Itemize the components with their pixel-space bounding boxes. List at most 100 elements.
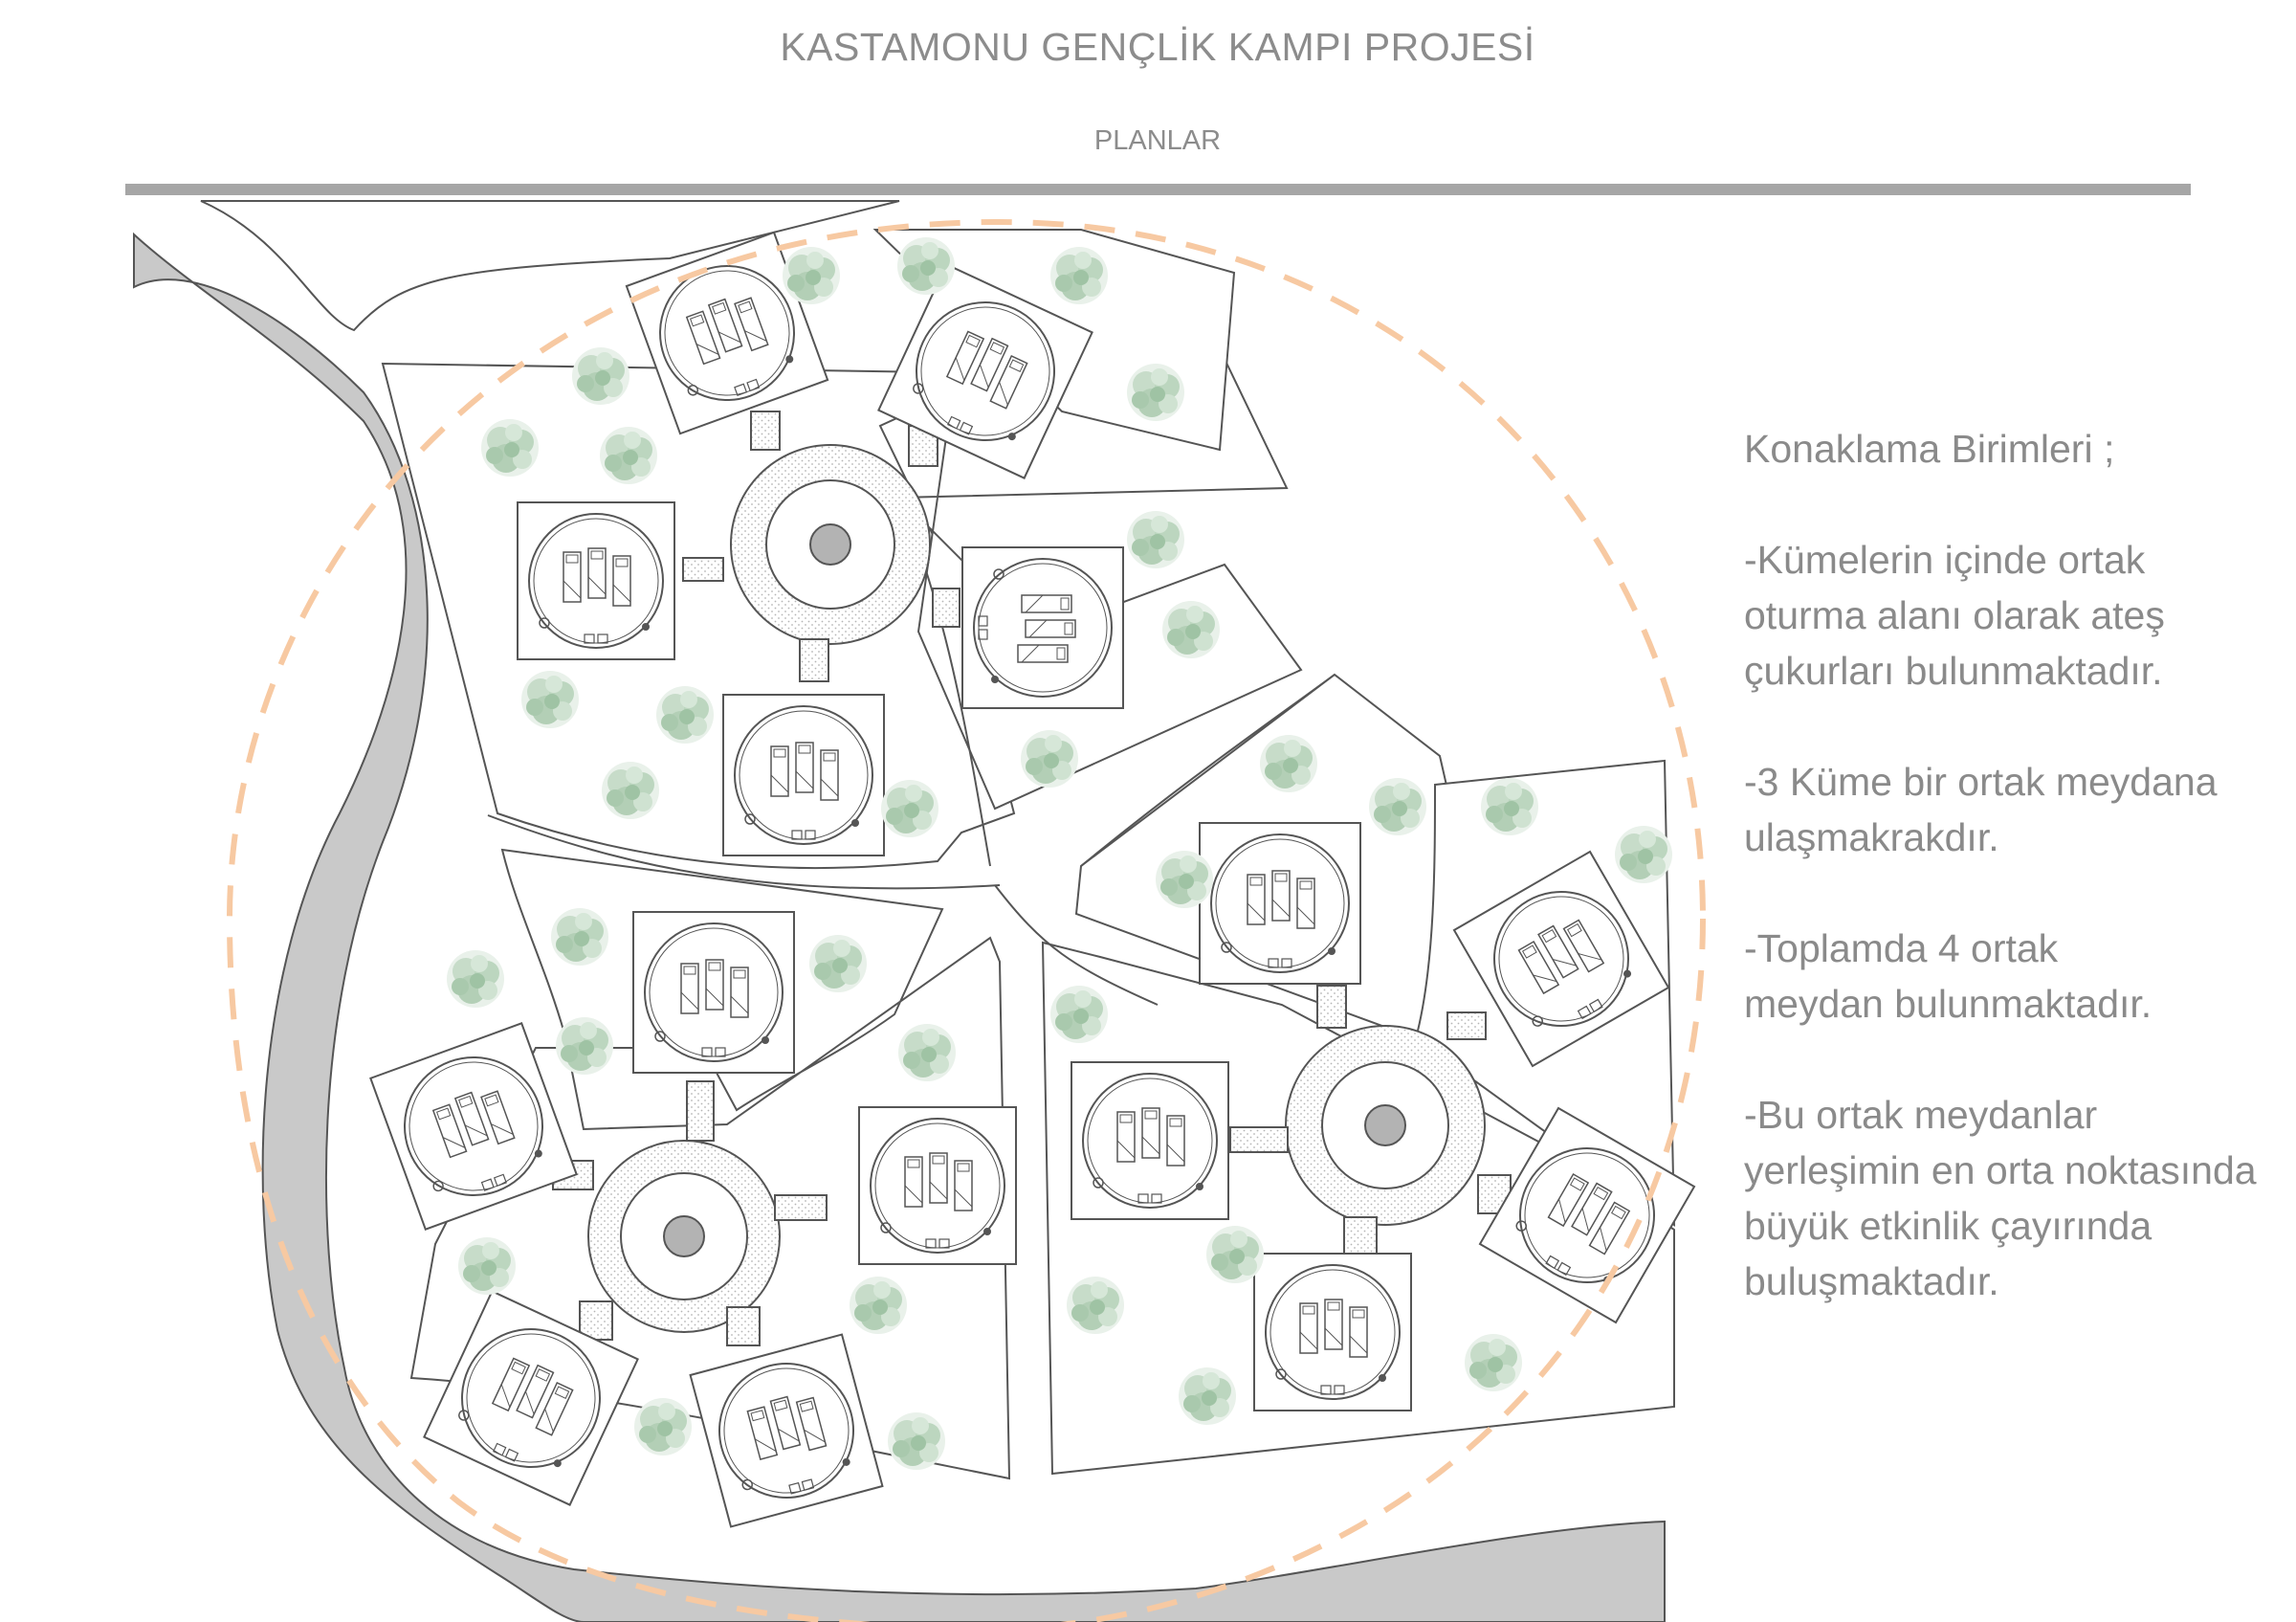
- fire-pit-icon: [809, 523, 851, 566]
- tree-icon: [1369, 778, 1426, 835]
- note-line: -Toplamda 4 ortak: [1744, 926, 2059, 970]
- accommodation-unit: [858, 1106, 1017, 1265]
- note-line: oturma alanı olarak ateş: [1744, 593, 2165, 637]
- bed-icon: [680, 963, 699, 1014]
- accommodation-units: [369, 231, 1696, 1528]
- bed-icon: [612, 555, 631, 607]
- bed-icon: [945, 330, 985, 386]
- bed-icon: [705, 959, 724, 1011]
- tree-icon: [1260, 735, 1317, 792]
- bed-icon: [1271, 870, 1291, 922]
- tree-icon: [458, 1237, 516, 1295]
- tree-icon: [1206, 1226, 1264, 1283]
- note-line: -Kümelerin içinde ortak: [1744, 538, 2146, 582]
- tree-icon: [602, 762, 659, 819]
- bed-icon: [1571, 1182, 1613, 1236]
- bed-icon: [970, 337, 1009, 392]
- accommodation-unit: [1199, 822, 1361, 985]
- bed-icon: [746, 1406, 779, 1460]
- tree-icon: [783, 247, 840, 304]
- tree-icon: [1615, 826, 1672, 883]
- tree-icon: [600, 427, 657, 484]
- bed-icon: [929, 1152, 948, 1204]
- accommodation-unit: [369, 1022, 578, 1231]
- dashed-boundary: [226, 218, 1707, 1622]
- header-rule: [125, 184, 2191, 195]
- tree-icon: [1050, 986, 1108, 1043]
- tree-icon: [898, 1024, 956, 1081]
- note-line: yerleşimin en orta noktasında: [1744, 1148, 2257, 1192]
- tree-icon: [572, 347, 629, 405]
- bed-icon: [1116, 1111, 1136, 1163]
- bed-icon: [707, 298, 743, 353]
- note-line: meydan bulunmaktadır.: [1744, 982, 2152, 1026]
- tree-icon: [656, 686, 714, 744]
- tree-icon: [850, 1277, 907, 1334]
- note-item: -Bu ortak meydanlar yerleşimin en orta n…: [1744, 1087, 2296, 1309]
- note-line: -3 Küme bir ortak meydana: [1744, 760, 2218, 804]
- tree-icon: [1162, 601, 1220, 658]
- tree-icon: [634, 1398, 692, 1455]
- tree-icon: [881, 780, 938, 837]
- bed-icon: [795, 1396, 828, 1452]
- bed-icon: [1517, 940, 1560, 995]
- bed-icon: [563, 551, 582, 603]
- bed-icon: [1547, 1172, 1590, 1228]
- accommodation-unit: [961, 546, 1124, 709]
- tree-icon: [888, 1412, 945, 1470]
- bed-icon: [795, 742, 814, 793]
- fire-pit-icon: [663, 1215, 705, 1257]
- bed-icon: [516, 1364, 555, 1419]
- bed-icon: [954, 1160, 973, 1211]
- accommodation-unit: [632, 911, 795, 1074]
- bed-icon: [587, 547, 607, 599]
- bed-icon: [1017, 644, 1069, 663]
- tree-icon: [481, 419, 539, 477]
- bed-icon: [535, 1382, 574, 1436]
- walkways: [487, 497, 1336, 1006]
- note-line: çukurları bulunmaktadır.: [1744, 649, 2163, 693]
- tree-icon: [1179, 1367, 1236, 1425]
- tree-icon: [1127, 364, 1184, 421]
- note-line: büyük etkinlik çayırında: [1744, 1204, 2152, 1248]
- bed-icon: [1141, 1107, 1160, 1159]
- tree-icon: [551, 908, 608, 966]
- bed-icon: [491, 1357, 531, 1412]
- zone-top-road: [200, 200, 900, 332]
- accommodation-unit: [1071, 1061, 1229, 1220]
- note-item: -3 Küme bir ortak meydana ulaşmakrakdır.: [1744, 754, 2296, 865]
- tree-icon: [1156, 851, 1213, 908]
- tree-icon: [809, 935, 867, 992]
- cluster-south-west: [552, 1080, 828, 1346]
- bed-icon: [820, 749, 839, 801]
- cluster-east: [1229, 985, 1512, 1264]
- bed-icon: [769, 1395, 802, 1451]
- bed-icon: [1349, 1306, 1368, 1358]
- accommodation-unit: [722, 694, 885, 856]
- accommodation-unit: [625, 231, 829, 435]
- road: [133, 232, 1666, 1622]
- bed-icon: [1588, 1201, 1631, 1255]
- note-item: -Kümelerin içinde ortak oturma alanı ola…: [1744, 532, 2296, 699]
- accommodation-unit: [1452, 850, 1670, 1068]
- tree-icon: [1465, 1334, 1522, 1391]
- bed-icon: [1166, 1115, 1185, 1167]
- bed-icon: [1537, 924, 1579, 979]
- notes-heading: Konaklama Birimleri ;: [1744, 427, 2115, 471]
- bed-icon: [770, 745, 789, 797]
- bed-icon: [730, 967, 749, 1018]
- bed-icon: [989, 355, 1028, 410]
- notes-panel: Konaklama Birimleri ; -Kümelerin içinde …: [1744, 421, 2296, 1365]
- tree-icon: [521, 671, 579, 728]
- tree-icon: [447, 950, 504, 1008]
- bed-icon: [1021, 594, 1072, 613]
- bed-icon: [1562, 919, 1605, 973]
- note-line: ulaşmakrakdır.: [1744, 815, 1999, 859]
- page-title: KASTAMONU GENÇLİK KAMPI PROJESİ: [780, 25, 1535, 69]
- tree-icon: [556, 1017, 613, 1075]
- fire-pit-icon: [1364, 1104, 1406, 1146]
- bed-icon: [685, 310, 721, 366]
- bed-icon: [453, 1091, 490, 1146]
- accommodation-unit: [423, 1290, 639, 1506]
